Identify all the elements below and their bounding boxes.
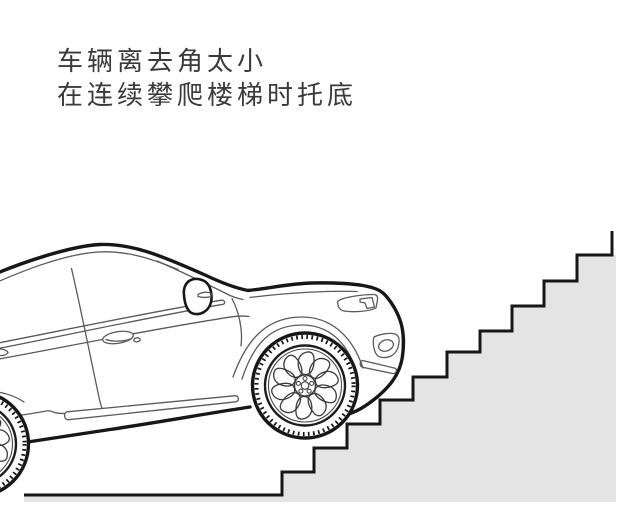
caption-line-2: 在连续攀爬楼梯时托底: [57, 80, 358, 110]
staircase: [24, 231, 616, 502]
body-crease: [0, 315, 250, 360]
car: [0, 242, 406, 496]
staircase-fill: [24, 255, 616, 502]
rear-door-handle: [0, 348, 9, 357]
hood-seam: [249, 290, 358, 299]
belt-line: [0, 299, 226, 349]
side-skirt: [63, 395, 239, 421]
headlight: [337, 293, 379, 313]
fog-lamp: [372, 332, 400, 359]
rear-wheel-arch: [0, 391, 25, 403]
staircase-outline: [24, 231, 614, 497]
door-handle: [102, 330, 141, 345]
a-pillar-line: [156, 260, 244, 301]
fender-seam: [231, 297, 243, 347]
roof-inner-line: [0, 251, 179, 282]
caption: 车辆离去角太小 在连续攀爬楼梯时托底: [57, 44, 357, 112]
car-outline: [0, 242, 406, 418]
side-mirror: [182, 277, 213, 316]
front-wheel: [253, 333, 358, 438]
caption-line-1: 车辆离去角太小: [57, 46, 268, 76]
front-wheel-arch: [232, 316, 364, 380]
